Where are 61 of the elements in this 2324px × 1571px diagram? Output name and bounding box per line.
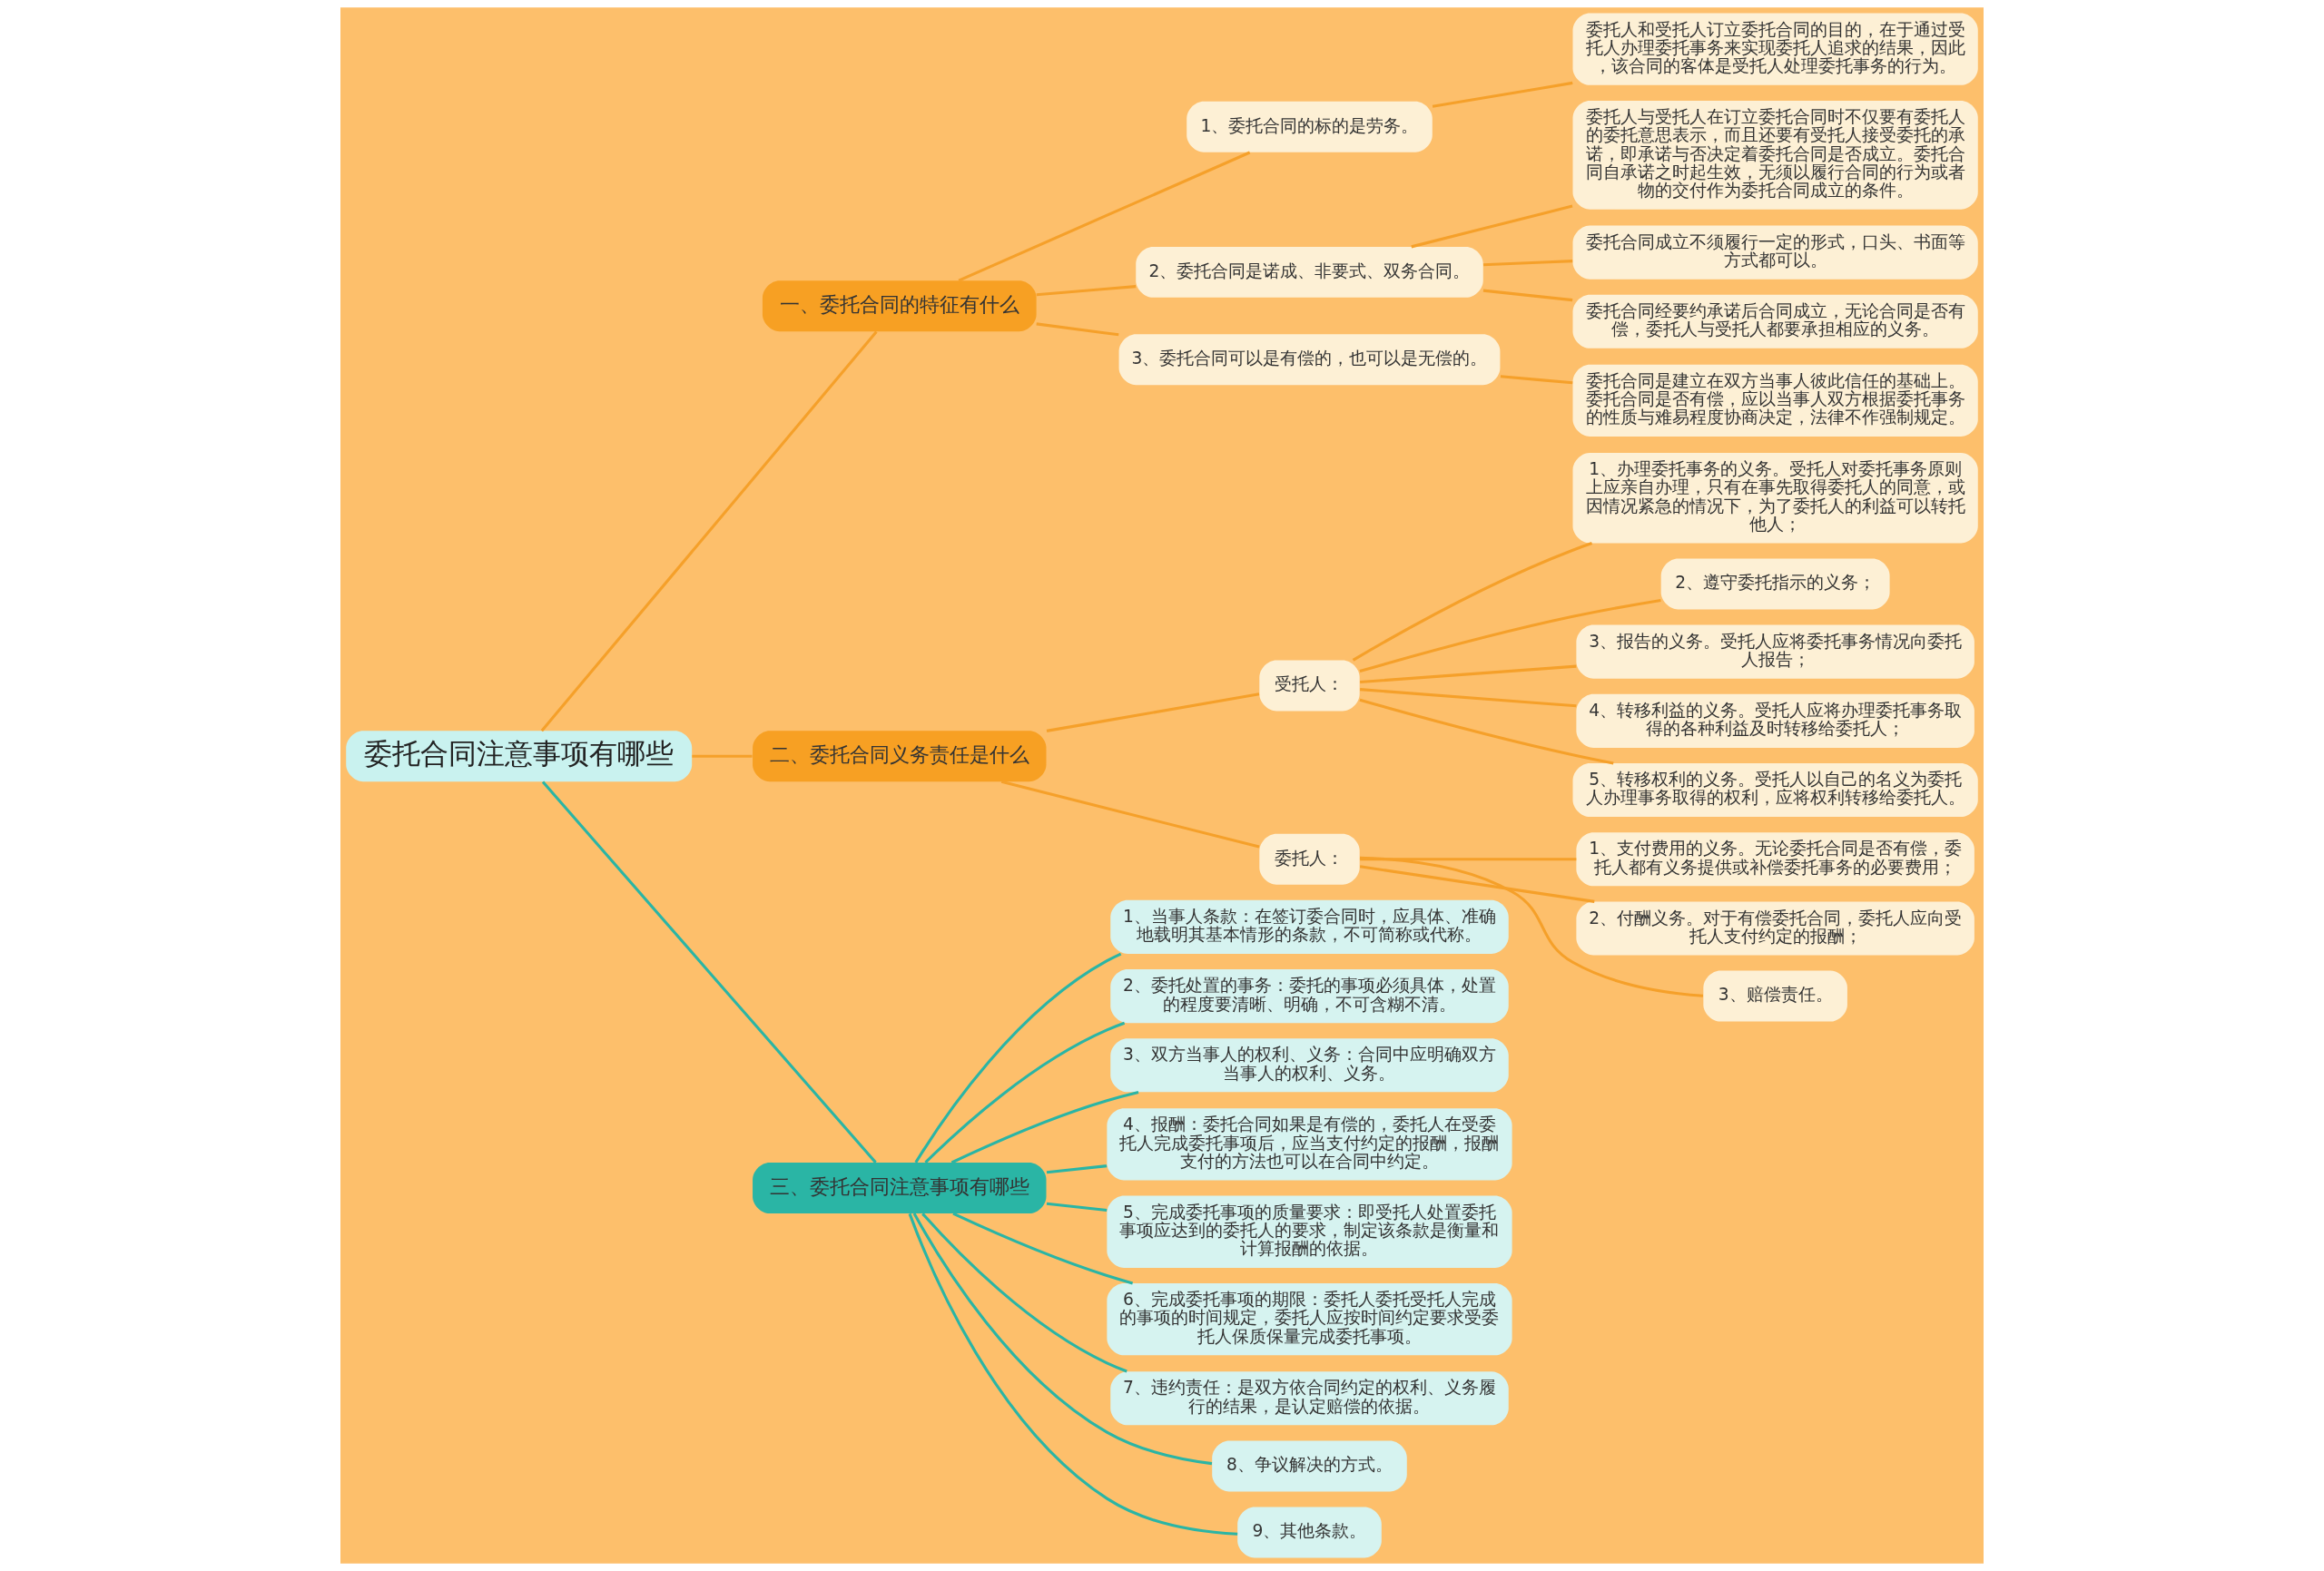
connector [541,781,877,1164]
node-box: 6、完成委托事项的期限：委托人委托受托人完成的事项的时间规定，委托人应按时间约定要求受委托人保质保量完成委托事项。 [1107,1283,1512,1356]
connector [1482,260,1573,267]
node-box: 委托合同经要约承诺后合同成立，无论合同是否有偿，委托人与受托人都要承担相应的义务。 [1572,294,1978,349]
connector [1036,322,1119,337]
node-box: 二、委托合同义务责任是什么 [753,731,1047,782]
connector [1360,688,1577,708]
connector [912,1213,1213,1466]
node-box: 1、支付费用的义务。无论委托合同是否有偿，委托人都有义务提供或补偿委托事务的必要费用； [1576,832,1974,887]
connector [921,1213,1128,1373]
node-box: 1、委托合同的标的是劳务。 [1187,101,1433,152]
connector [924,1021,1126,1164]
node-box: 2、委托处置的事务：委托的事项必须具体，处置的程度要清晰、明确，不可含糊不清。 [1110,969,1509,1024]
connector [1036,285,1137,297]
node-box: 9、其他条款。 [1237,1507,1382,1558]
connector [1359,856,1704,997]
connector [1046,1164,1108,1174]
node-box: 5、完成委托事项的质量要求：即受托人处置委托事项应达到的委托人的要求，制定该条款是衡量和计算报酬的依据。 [1107,1195,1512,1268]
connector [1359,598,1661,673]
node-box: 4、报酬：委托合同如果是有偿的，委托人在受委托人完成委托事项后，应当支付约定的报酬，报酬支付的方法也可以在合同中约定。 [1107,1108,1512,1181]
connector [1482,289,1573,302]
node-box: 委托合同成立不须履行一定的形式，口头、书面等方式都可以。 [1572,225,1978,280]
node-box: 5、转移权利的义务。受托人以自己的名义为委托人办理事务取得的权利，应将权利转移给委托人。 [1572,763,1978,818]
node-box: 1、当事人条款：在签订委合同时，应具体、准确地载明其基本情形的条款，不可简称或代称。 [1110,899,1509,954]
node-box: 3、赔偿责任。 [1703,970,1847,1022]
connector [1352,542,1593,662]
connector [1360,664,1577,684]
node-box: 三、委托合同注意事项有哪些 [753,1163,1047,1214]
node-box: 3、报告的义务。受托人应将委托事务情况向委托人报告； [1576,624,1974,679]
connector [1046,1202,1108,1212]
node-box: 委托人和受托人订立委托合同的目的，在于通过受托人办理委托事务来实现委托人追求的结果，因此，该合同的客体是受托人处理委托事务的行为。 [1572,13,1978,85]
node-box: 2、遵守委托指示的义务； [1660,558,1890,610]
connector [540,330,878,732]
node-box: 委托人与受托人在订立委托合同时不仅要有委托人的委托意思表示，而且还要有受托人接受委托的承诺，即承诺与否决定着委托合同是否成立。委托合同自承诺之时起生效，无须以履行合同的行为或者物的交付作为委托合同成立的条件。 [1572,100,1978,210]
node-box: 委托人： [1259,833,1360,885]
connector [1432,81,1573,108]
connector [950,1090,1139,1164]
connector [952,1212,1134,1285]
node-box: 3、双方当事人的权利、义务：合同中应明确双方当事人的权利、义务。 [1110,1038,1509,1093]
connector [958,151,1251,282]
node-box: 4、转移利益的义务。受托人应将办理委托事务取得的各种利益及时转移给委托人； [1576,693,1974,748]
connector [1500,375,1573,385]
node-box: 1、办理委托事务的义务。受托人对委托事务原则上应亲自办理，只有在事先取得委托人的同意，或因情况紧急的情况下，为了委托人的利益可以转托他人； [1572,452,1978,544]
node-box: 受托人： [1259,660,1360,712]
connector [692,754,753,758]
connector [1046,692,1260,732]
node-box: 委托合同是建立在双方当事人彼此信任的基础上。委托合同是否有偿，应以当事人双方根据委托事务的性质与难易程度协商决定，法律不作强制规定。 [1572,364,1978,437]
connector [1000,780,1260,849]
node-box: 2、付酬义务。对于有偿委托合同，委托人应向受托人支付约定的报酬； [1576,901,1974,956]
connector [1359,865,1595,903]
node-box: 3、委托合同可以是有偿的，也可以是无偿的。 [1118,334,1501,386]
node-box: 2、委托合同是诺成、非要式、双务合同。 [1136,246,1483,298]
node-box: 8、争议解决的方式。 [1212,1440,1407,1492]
connector [1360,858,1577,861]
node-box: 一、委托合同的特征有什么 [762,280,1037,332]
node-box: 委托合同注意事项有哪些 [346,731,693,782]
connector [1411,204,1573,249]
connector [914,952,1122,1164]
connector [908,1213,1238,1536]
node-box: 7、违约责任：是双方依合同约定的权利、义务履行的结果，是认定赔偿的依据。 [1110,1371,1509,1426]
connector [1359,698,1614,765]
